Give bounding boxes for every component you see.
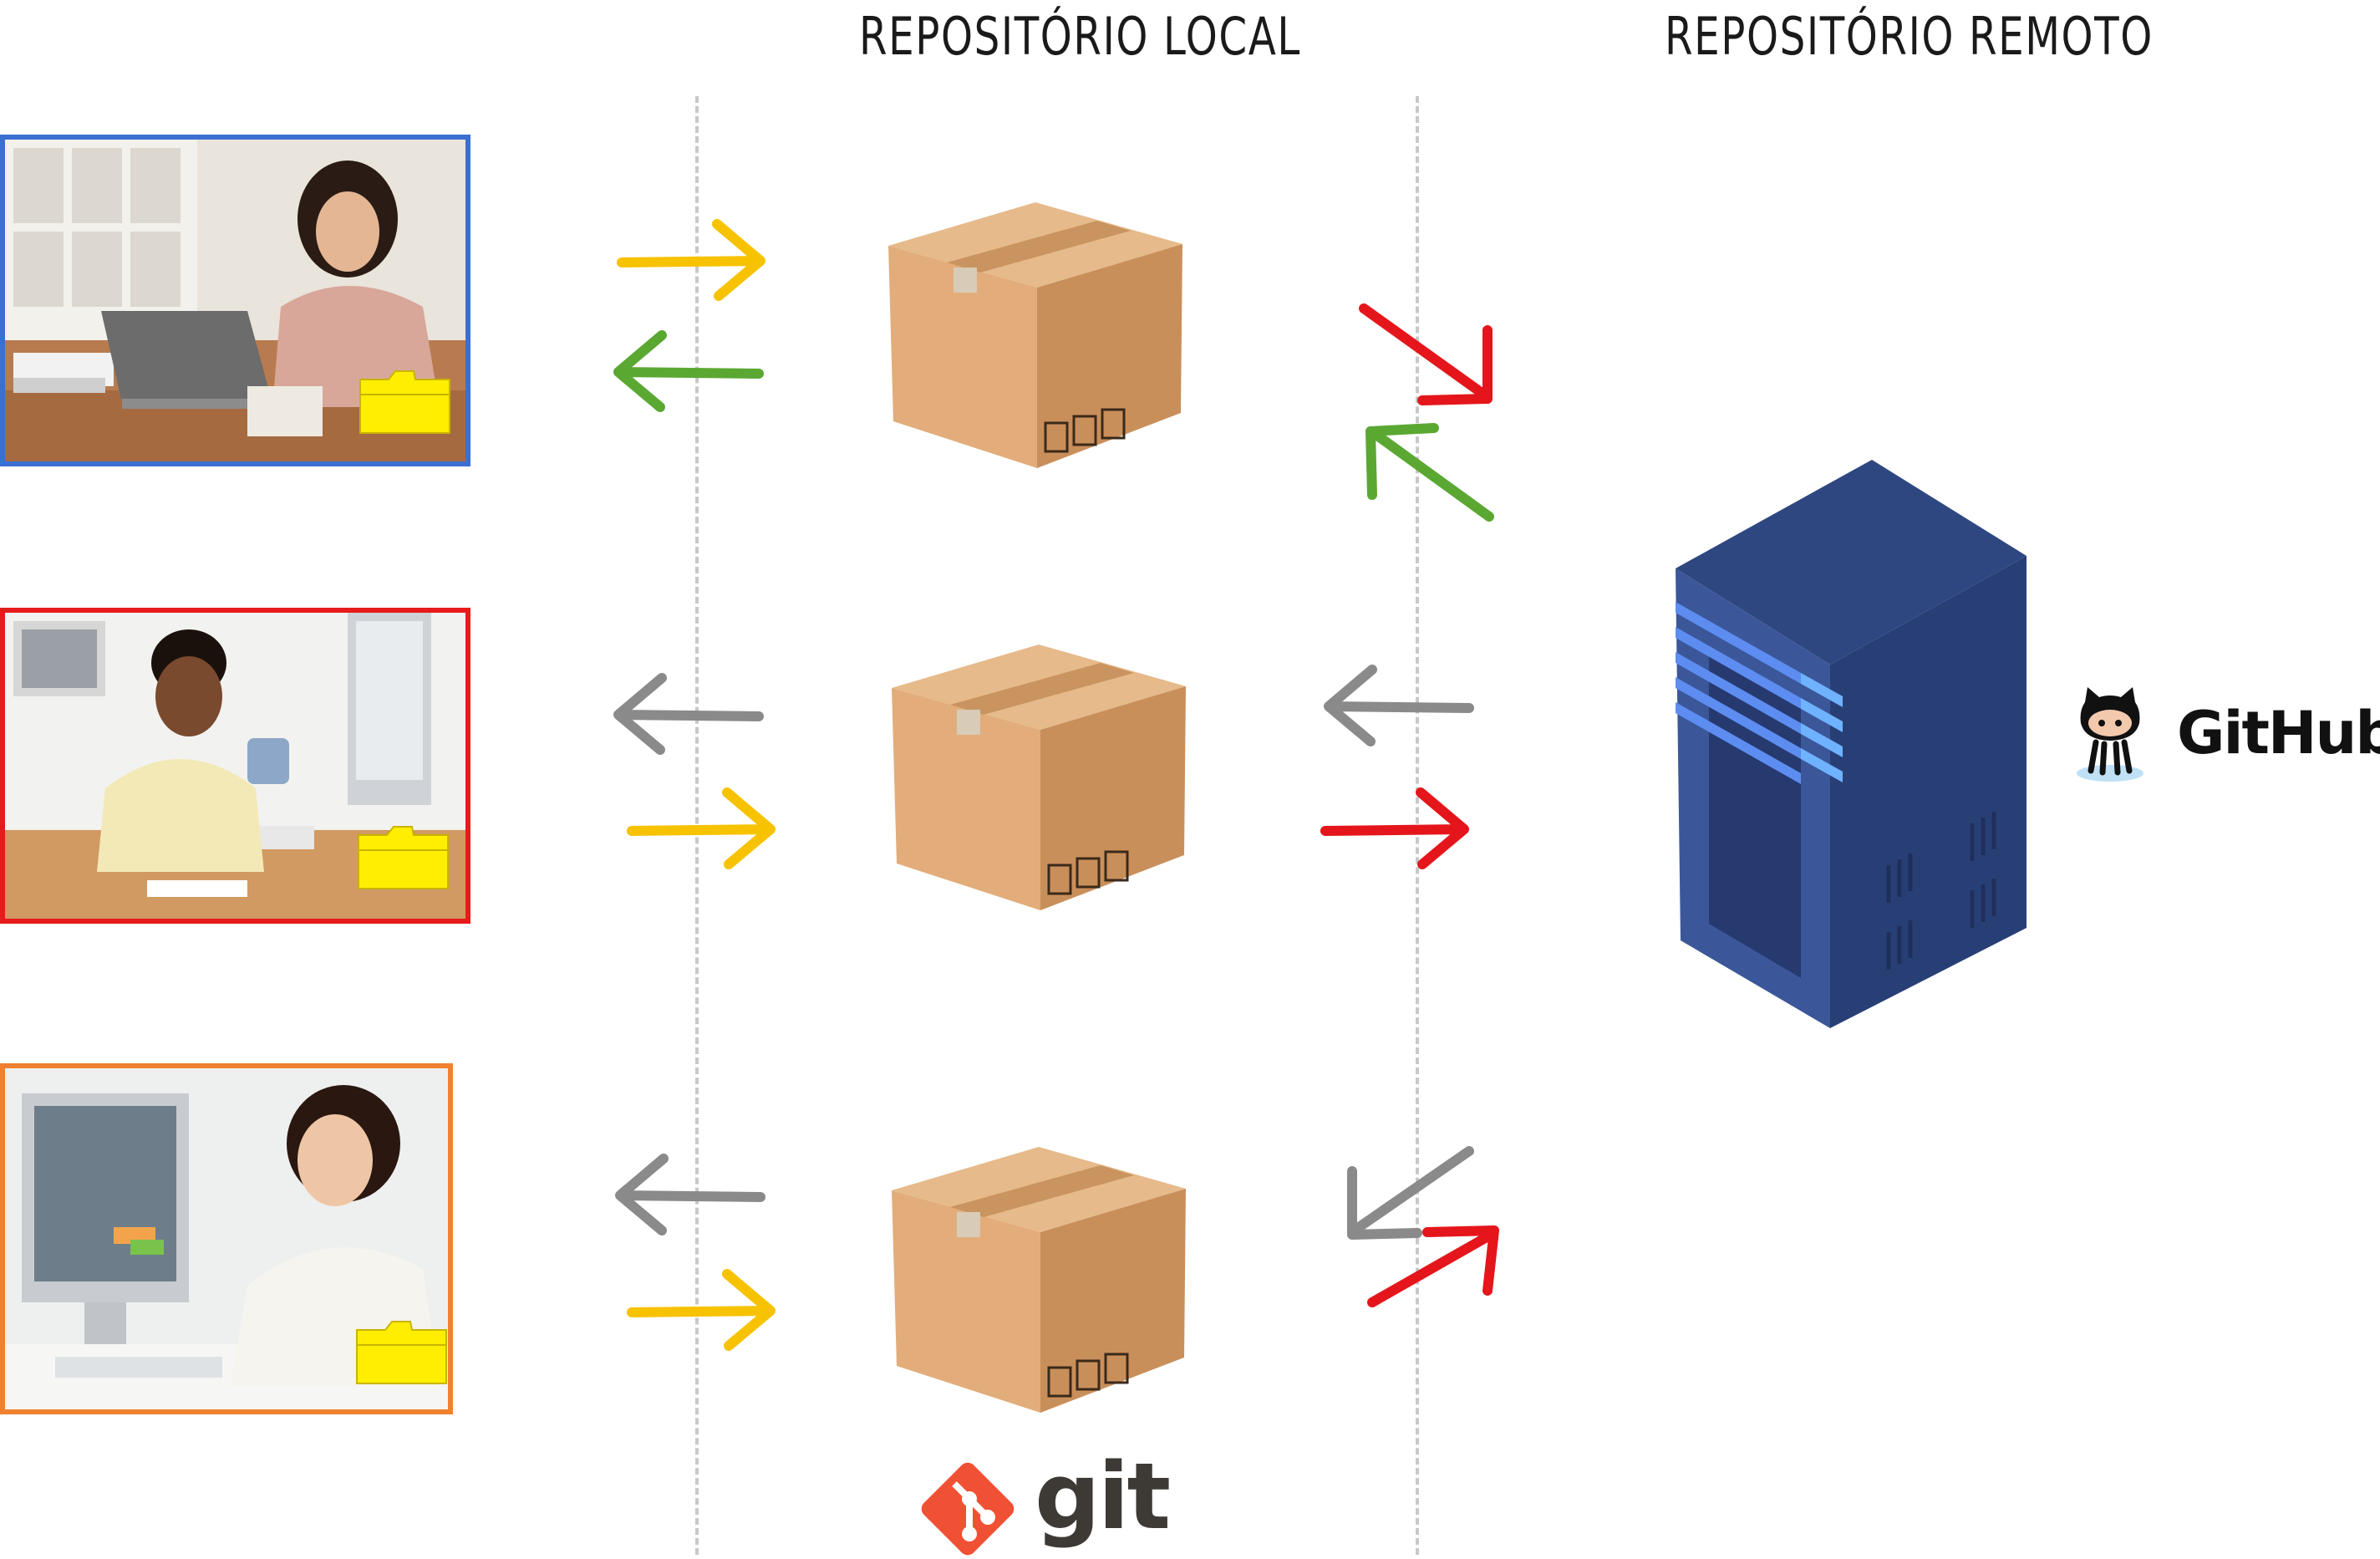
- arrow-red-down-right-1: [1359, 303, 1493, 405]
- arrow-gray-left-3: [615, 1154, 765, 1235]
- folder-icon: [356, 1321, 447, 1384]
- arrow-gray-left-2: [613, 673, 764, 755]
- arrow-yellow-right-1: [617, 219, 765, 301]
- github-wordmark: GitHub: [2177, 699, 2380, 767]
- box-icon: [892, 644, 1186, 910]
- user-photo-1: [0, 135, 470, 466]
- arrow-green-up-left-1: [1365, 423, 1494, 522]
- arrow-green-left-1: [613, 330, 764, 412]
- server-icon: [1676, 460, 2027, 1028]
- arrow-gray-down-left-3: [1347, 1146, 1474, 1240]
- git-wordmark: git: [1035, 1443, 1171, 1550]
- folder-icon: [359, 370, 450, 434]
- local-repository-heading: REPOSITÓRIO LOCAL: [859, 6, 1301, 67]
- box-icon: [892, 1147, 1186, 1413]
- box-icon: [888, 202, 1182, 468]
- arrow-gray-left-remote-2: [1324, 665, 1474, 746]
- arrow-yellow-right-3: [627, 1269, 776, 1351]
- arrow-red-right-2: [1320, 787, 1469, 869]
- arrow-yellow-right-2: [627, 787, 776, 869]
- octocat-icon: [2077, 687, 2144, 782]
- remote-repository-heading: REPOSITÓRIO REMOTO: [1665, 6, 2154, 67]
- git-icon: [921, 1462, 1015, 1556]
- folder-icon: [358, 826, 449, 889]
- arrow-red-up-right-3: [1367, 1225, 1499, 1307]
